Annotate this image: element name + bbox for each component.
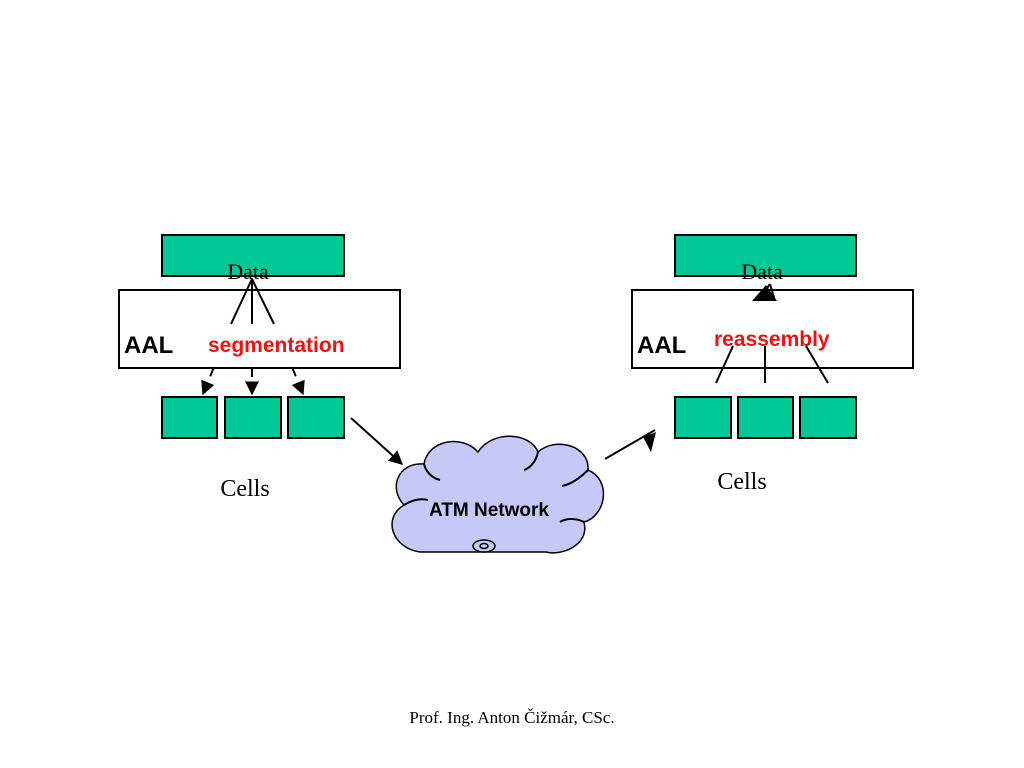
receiver-line-from-cell-3 bbox=[805, 345, 829, 384]
sender-fan-line-left bbox=[230, 278, 253, 325]
atm-network-cloud bbox=[391, 435, 605, 554]
sender-arrow-to-cell-1 bbox=[201, 366, 215, 396]
sender-arrow-to-cell-3 bbox=[291, 366, 305, 396]
receiver-layer-label: AAL bbox=[637, 332, 686, 359]
sender-cell-3 bbox=[287, 396, 345, 439]
receiver-data-label: Data bbox=[741, 259, 783, 284]
network-to-receiver-arrowhead bbox=[643, 432, 656, 452]
sender-cell-2 bbox=[224, 396, 282, 439]
sender-data-block bbox=[161, 234, 345, 277]
sender-process-label: segmentation bbox=[208, 334, 345, 357]
sender-data-label: Data bbox=[227, 259, 269, 284]
sender-to-network-arrow bbox=[350, 417, 404, 465]
receiver-data-block bbox=[674, 234, 857, 277]
receiver-aal-box bbox=[631, 289, 914, 369]
receiver-merge-line-left bbox=[757, 283, 771, 302]
sender-cells-label: Cells bbox=[220, 476, 269, 502]
sender-layer-label: AAL bbox=[124, 332, 173, 359]
receiver-merge-line-right bbox=[769, 283, 776, 302]
sender-cell-1 bbox=[161, 396, 218, 439]
receiver-cells-label: Cells bbox=[717, 469, 766, 495]
network-to-receiver-line bbox=[604, 429, 656, 460]
receiver-cell-1 bbox=[674, 396, 732, 439]
footer-author: Prof. Ing. Anton Čižmár, CSc. bbox=[409, 708, 615, 727]
sender-aal-box bbox=[118, 289, 401, 369]
sender-fan-line-right bbox=[251, 278, 275, 325]
network-label: ATM Network bbox=[429, 500, 549, 521]
receiver-cell-3 bbox=[799, 396, 857, 439]
receiver-line-from-cell-1 bbox=[715, 345, 734, 384]
receiver-cell-2 bbox=[737, 396, 794, 439]
receiver-process-label: reassembly bbox=[714, 328, 830, 351]
